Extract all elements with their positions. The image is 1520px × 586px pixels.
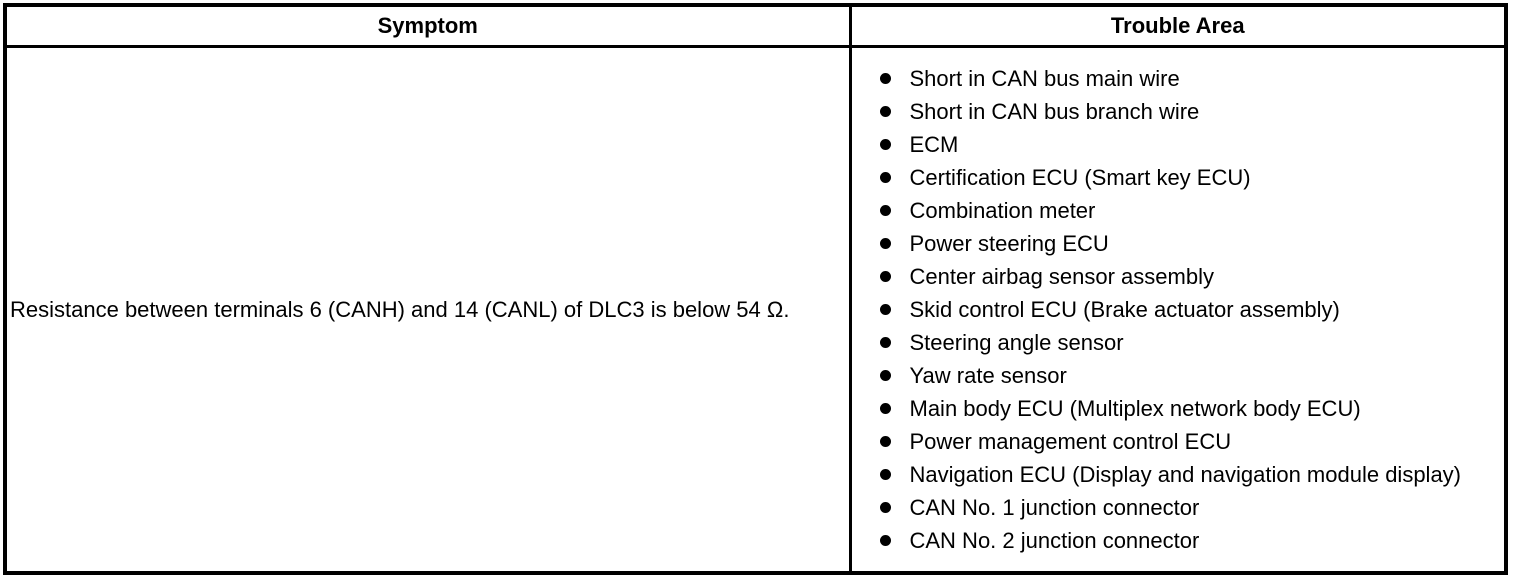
trouble-area-item: Steering angle sensor: [879, 326, 1497, 359]
trouble-area-item-label: Main body ECU (Multiplex network body EC…: [909, 395, 1361, 421]
trouble-area-item: Center airbag sensor assembly: [879, 260, 1497, 293]
bullet-icon: [879, 303, 891, 315]
trouble-area-item: Skid control ECU (Brake actuator assembl…: [879, 293, 1497, 326]
table-header-row: Symptom Trouble Area: [3, 3, 1508, 48]
bullet-icon: [879, 237, 891, 249]
trouble-area-item: Navigation ECU (Display and navigation m…: [879, 458, 1497, 491]
trouble-area-item: Short in CAN bus branch wire: [879, 95, 1497, 128]
bullet-icon: [879, 270, 891, 282]
trouble-area-item-label: ECM: [909, 131, 959, 157]
trouble-area-item-label: Yaw rate sensor: [909, 362, 1067, 388]
trouble-area-item-label: Certification ECU (Smart key ECU): [909, 164, 1251, 190]
trouble-area-item-label: Navigation ECU (Display and navigation m…: [909, 461, 1462, 487]
trouble-area-item-label: Short in CAN bus branch wire: [909, 98, 1200, 124]
trouble-area-item-label: Combination meter: [909, 197, 1096, 223]
bullet-icon: [879, 435, 891, 447]
trouble-area-item: Combination meter: [879, 194, 1497, 227]
trouble-area-item: Power management control ECU: [879, 425, 1497, 458]
trouble-area-item: ECM: [879, 128, 1497, 161]
column-header-symptom: Symptom: [3, 3, 852, 48]
bullet-icon: [879, 171, 891, 183]
bullet-icon: [879, 402, 891, 414]
trouble-area-item: Yaw rate sensor: [879, 359, 1497, 392]
column-header-trouble-area: Trouble Area: [848, 3, 1508, 48]
bullet-icon: [879, 534, 891, 546]
trouble-area-item-label: Power steering ECU: [909, 230, 1109, 256]
bullet-icon: [879, 204, 891, 216]
trouble-area-item-label: Steering angle sensor: [909, 329, 1124, 355]
bullet-icon: [879, 468, 891, 480]
bullet-icon: [879, 336, 891, 348]
trouble-area-item: Certification ECU (Smart key ECU): [879, 161, 1497, 194]
table-row: Resistance between terminals 6 (CANH) an…: [3, 44, 1508, 575]
trouble-area-item: Power steering ECU: [879, 227, 1497, 260]
trouble-area-item-label: Short in CAN bus main wire: [909, 65, 1180, 91]
trouble-area-item-label: Skid control ECU (Brake actuator assembl…: [909, 296, 1340, 322]
bullet-icon: [879, 72, 891, 84]
symptom-cell: Resistance between terminals 6 (CANH) an…: [3, 44, 852, 575]
trouble-area-item: CAN No. 2 junction connector: [879, 524, 1497, 557]
trouble-area-item-label: Power management control ECU: [909, 428, 1232, 454]
bullet-icon: [879, 501, 891, 513]
symptom-trouble-area-table: Symptom Trouble Area Resistance between …: [3, 3, 1508, 575]
trouble-area-item-label: CAN No. 1 junction connector: [909, 494, 1200, 520]
trouble-area-item: Main body ECU (Multiplex network body EC…: [879, 392, 1497, 425]
symptom-text: Resistance between terminals 6 (CANH) an…: [10, 296, 790, 322]
bullet-icon: [879, 138, 891, 150]
trouble-area-item-label: CAN No. 2 junction connector: [909, 527, 1200, 553]
bullet-icon: [879, 369, 891, 381]
trouble-area-item: CAN No. 1 junction connector: [879, 491, 1497, 524]
bullet-icon: [879, 105, 891, 117]
trouble-area-item: Short in CAN bus main wire: [879, 62, 1497, 95]
trouble-area-item-label: Center airbag sensor assembly: [909, 263, 1214, 289]
